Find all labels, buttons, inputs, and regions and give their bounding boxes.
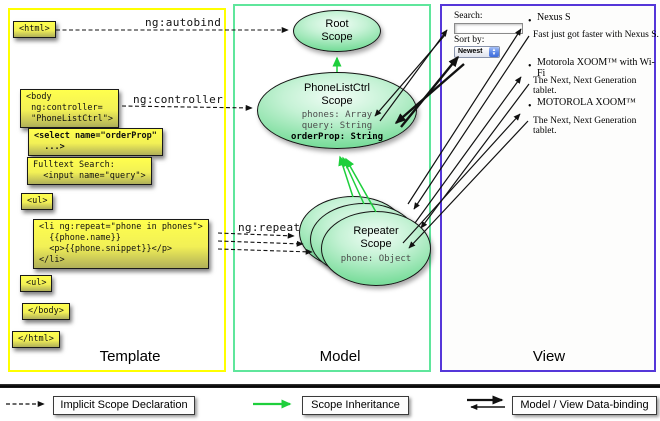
code-select: <select name="orderProp" ...> bbox=[28, 128, 163, 157]
prop-phone: phone: Object bbox=[340, 253, 412, 264]
code-fulltext-search: Fulltext Search: <input name="query"> bbox=[27, 157, 152, 186]
sort-dropdown-value: Newest bbox=[458, 48, 483, 55]
bullet-icon bbox=[528, 56, 532, 74]
legend-scope-inheritance: Scope Inheritance bbox=[302, 396, 409, 415]
root-scope-title: Root Scope bbox=[321, 18, 353, 43]
code-html-open: <html> bbox=[13, 21, 56, 39]
root-scope-ellipse: Root Scope bbox=[293, 10, 381, 52]
search-label: Search: bbox=[454, 11, 483, 21]
model-label: Model bbox=[319, 348, 361, 365]
phonelistctrl-scope-title: PhoneListCtrl Scope bbox=[303, 82, 371, 107]
repeater-scope-ellipse-front: Repeater Scope phone: Object bbox=[321, 211, 431, 286]
phonelistctrl-scope-ellipse: PhoneListCtrl Scope phones: Array query:… bbox=[257, 72, 417, 149]
code-html-close: </html> bbox=[12, 331, 60, 349]
ng-repeat-label: ng:repeat bbox=[238, 221, 301, 234]
view-label: View bbox=[532, 348, 566, 365]
bullet-icon bbox=[528, 96, 532, 114]
dropdown-stepper-icon: ▲▼ bbox=[489, 47, 499, 57]
bullet-icon bbox=[528, 11, 532, 29]
phone-item-name: Motorola XOOM™ with Wi-Fi bbox=[537, 57, 655, 79]
sort-by-label: Sort by: bbox=[454, 35, 485, 45]
sort-dropdown[interactable]: Newest ▲▼ bbox=[454, 46, 500, 58]
code-ul-open: <ul> bbox=[21, 193, 54, 211]
legend-implicit-scope: Implicit Scope Declaration bbox=[53, 396, 195, 415]
code-body-close: </body> bbox=[22, 303, 70, 321]
phone-item-name: MOTOROLA XOOM™ bbox=[537, 97, 636, 108]
repeater-scope-title: Repeater Scope bbox=[353, 225, 399, 250]
phone-item-desc: The Next, Next Generation tablet. bbox=[533, 76, 637, 96]
template-label: Template bbox=[99, 348, 161, 365]
ng-controller-label: ng:controller bbox=[133, 93, 223, 106]
code-li-repeat: <li ng:repeat="phone in phones"> {{phone… bbox=[33, 219, 209, 270]
legend-separator bbox=[0, 384, 660, 388]
legend-data-binding: Model / View Data-binding bbox=[512, 396, 657, 415]
phone-item-name: Nexus S bbox=[537, 12, 571, 23]
prop-query: query: String bbox=[301, 120, 373, 131]
ng-autobind-label: ng:autobind bbox=[145, 16, 222, 29]
phone-item-desc: The Next, Next Generation tablet. bbox=[533, 116, 637, 136]
prop-phones: phones: Array bbox=[301, 109, 373, 120]
search-input[interactable] bbox=[454, 23, 523, 34]
code-ul-close: <ul> bbox=[20, 275, 53, 293]
phone-item-desc: Fast just got faster with Nexus S. bbox=[533, 30, 659, 40]
prop-orderprop: orderProp: String bbox=[290, 131, 384, 142]
code-body-open: <body ng:controller= "PhoneListCtrl"> bbox=[20, 89, 119, 129]
model-column bbox=[233, 4, 431, 372]
